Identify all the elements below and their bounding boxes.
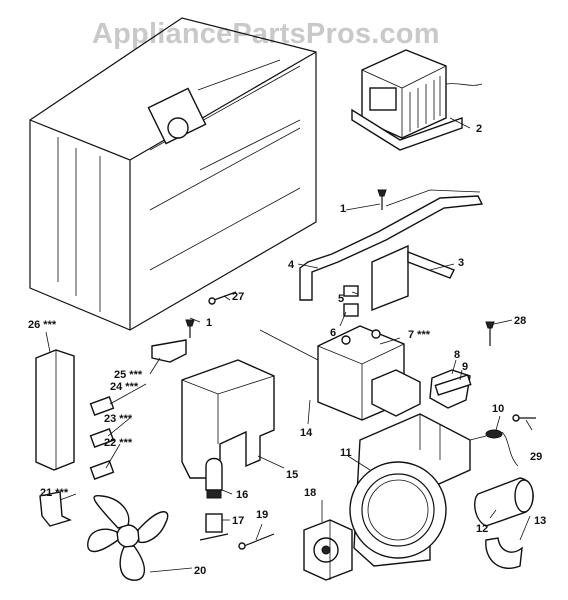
callout-5: 5: [338, 293, 344, 305]
callout-21: 21 ***: [40, 487, 69, 499]
callout-22: 22 ***: [104, 437, 133, 449]
callout-20: 20: [194, 565, 206, 577]
callout-4: 4: [288, 259, 295, 271]
callout-15: 15: [286, 469, 298, 481]
latch-switch-assembly: [35, 349, 75, 471]
callout-26: 26 ***: [28, 319, 57, 331]
screw: [485, 321, 495, 346]
callout-7: 7 ***: [408, 329, 431, 341]
magnetron: [317, 325, 421, 421]
latch-hook: [151, 339, 187, 363]
screw: [238, 533, 275, 550]
callout-17: 17: [232, 515, 244, 527]
callout-12: 12: [476, 523, 488, 535]
switch: [89, 396, 115, 416]
screw: [512, 414, 536, 422]
callout-labels: 1 1 2 3 4 5 6 7 *** 8 9 10 11 12 13 14 1…: [28, 123, 546, 577]
leader-lines: [45, 117, 533, 573]
callout-27: 27: [232, 291, 244, 303]
callout-23: 23 ***: [104, 413, 133, 425]
mounting-bracket: [299, 189, 484, 301]
screw: [377, 189, 387, 210]
callout-6: 6: [330, 327, 336, 339]
thermal-cutoff: [343, 285, 359, 317]
callout-25: 25 ***: [114, 369, 143, 381]
screw: [208, 291, 237, 305]
callout-8: 8: [454, 349, 460, 361]
callout-19: 19: [256, 509, 268, 521]
lamp: [205, 457, 223, 499]
switch: [89, 460, 115, 480]
callout-2: 2: [476, 123, 482, 135]
air-duct: [181, 359, 275, 479]
callout-14: 14: [300, 427, 313, 439]
transformer: [351, 49, 483, 151]
capacitor: [474, 477, 534, 527]
callout-13: 13: [534, 515, 546, 527]
fan-shroud: [349, 413, 471, 567]
oven-cavity: [29, 17, 317, 331]
callout-16: 16: [236, 489, 248, 501]
screw: [185, 319, 195, 338]
callout-11: 11: [340, 447, 352, 459]
callout-1: 1: [206, 317, 212, 329]
callout-28: 28: [514, 315, 526, 327]
callout-9: 9: [462, 361, 468, 373]
fan-motor: [303, 519, 353, 581]
callout-24: 24 ***: [110, 381, 139, 393]
callout-18: 18: [304, 487, 316, 499]
callout-10: 10: [492, 403, 504, 415]
fuse-holder: [429, 369, 472, 409]
switch: [89, 428, 115, 448]
callout-29: 29: [530, 451, 542, 463]
watermark-text: AppliancePartsPros.com: [92, 18, 440, 50]
latch-lever: [39, 491, 72, 527]
capacitor-clamp: [485, 537, 523, 569]
lamp-socket: [199, 513, 229, 541]
fan-blade: [87, 494, 169, 581]
shield-plate: [371, 244, 455, 312]
diode: [469, 429, 519, 467]
callout-1: 1: [340, 203, 346, 215]
callout-3: 3: [458, 257, 464, 269]
